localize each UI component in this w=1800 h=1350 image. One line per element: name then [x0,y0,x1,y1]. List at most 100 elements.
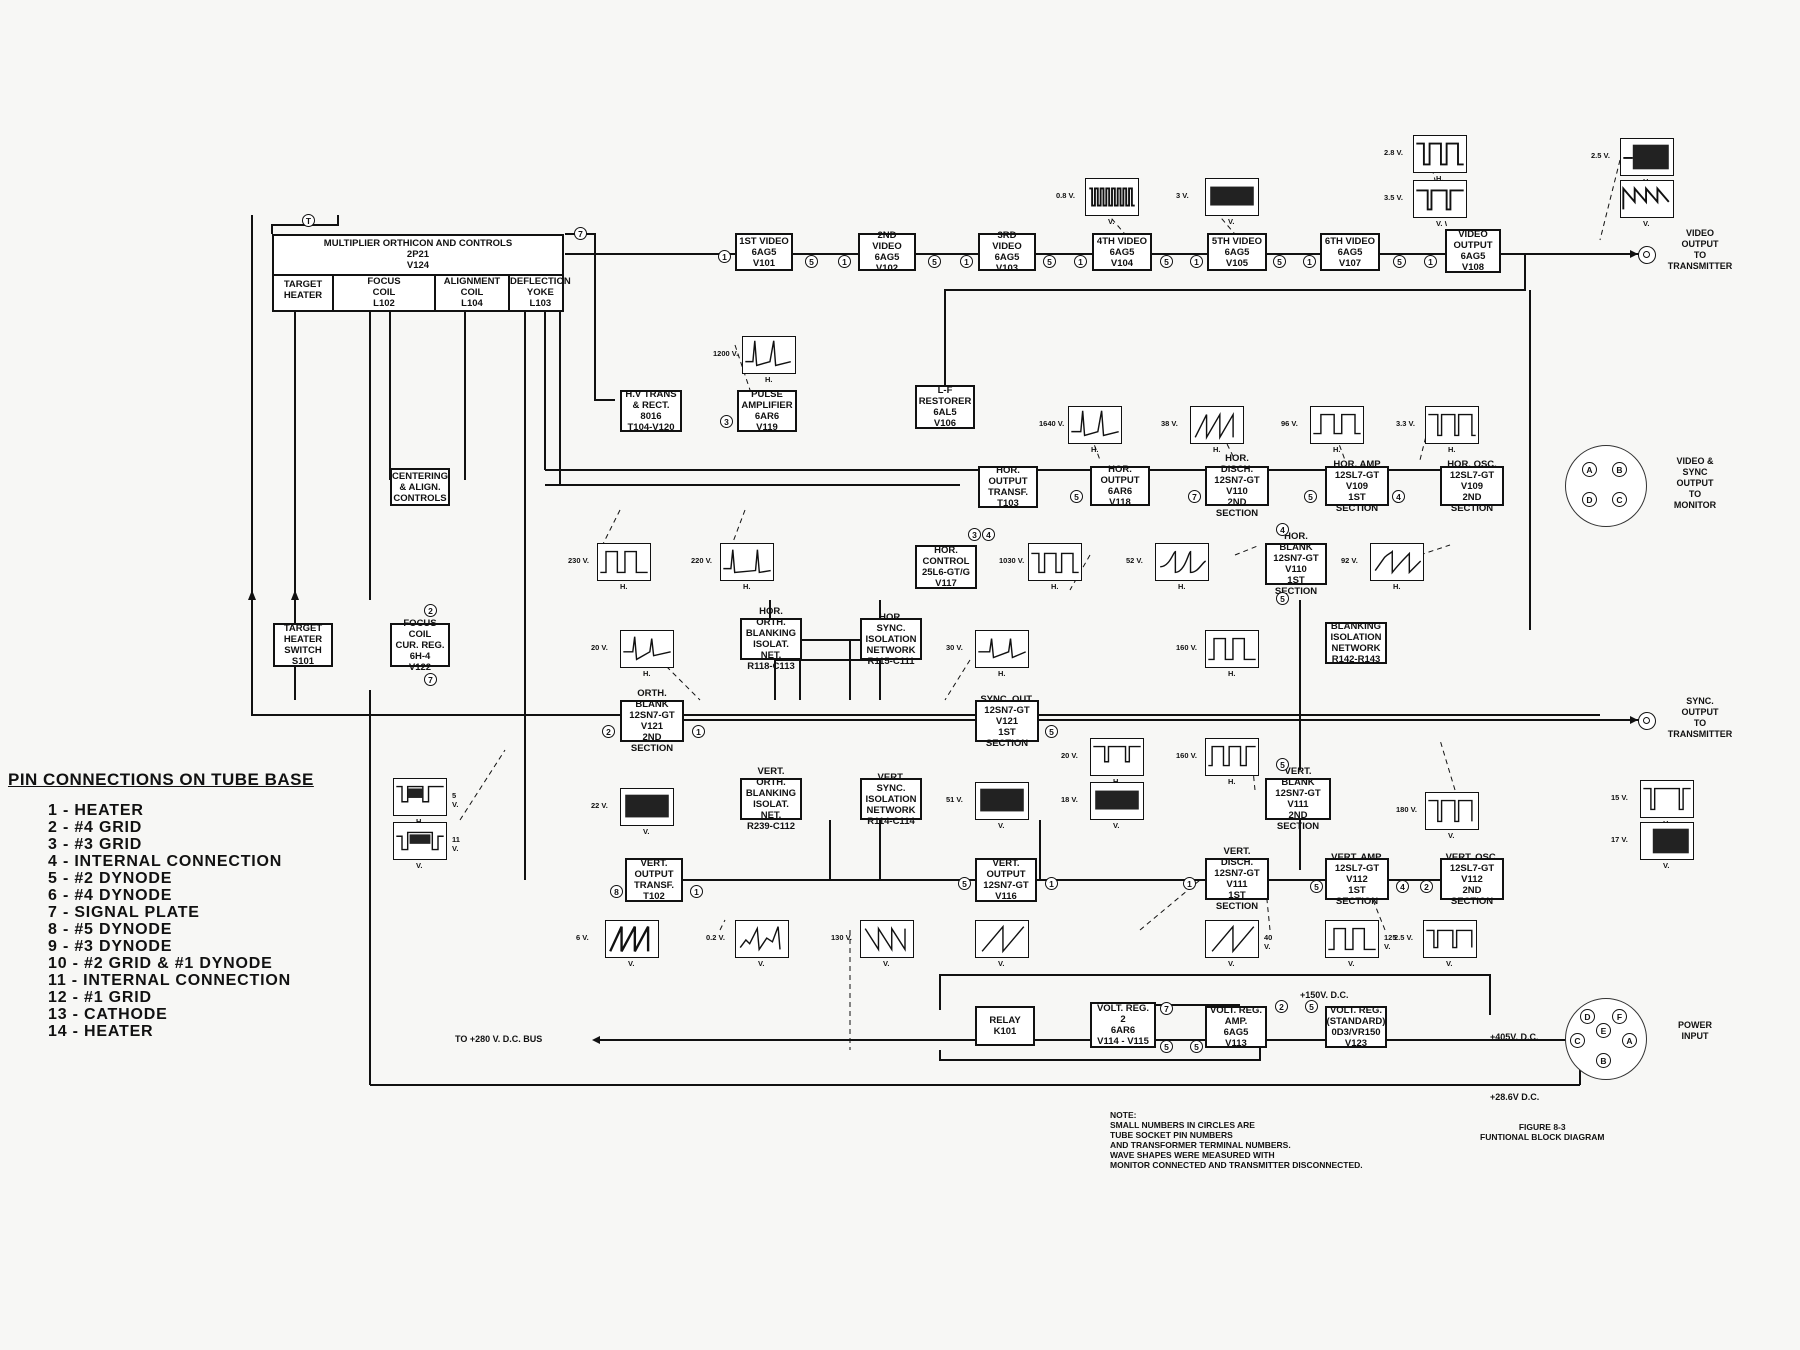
pin-circle: 5 [1276,592,1289,605]
block-hor-blank: HOR. BLANK 12SN7-GT V110 1ST SECTION [1265,531,1327,597]
waveform-s11: 3.3 V.H. [1396,406,1479,454]
block-vert-output: VERT. OUTPUT 12SN7-GT V116 [975,858,1037,902]
waveform-timebase: H. [743,582,751,591]
block-lf-restorer: L-F RESTORER 6AL5 V106 [915,385,975,429]
waveform-voltage: 180 V. [1396,805,1417,814]
waveform-voltage: 96 V. [1281,419,1298,428]
legend-item: 7 - SIGNAL PLATE [48,904,200,921]
block-hv-trans: H.V TRANS & RECT. 8016 T104-V120 [620,389,682,433]
connector-pin: E [1596,1023,1611,1038]
block-centering: CENTERING & ALIGN. CONTROLS [390,468,450,506]
target-heater-cell: TARGET HEATER [274,276,334,312]
waveform-timebase: H. [643,669,651,678]
waveform-s1: 0.8 V.V. [1056,178,1139,226]
waveform-timebase: V. [1113,821,1120,830]
pin-circle: 5 [1190,1040,1203,1053]
block-vert-disch: VERT. DISCH. 12SN7-GT V111 1ST SECTION [1205,846,1269,912]
alignment-coil-cell: ALIGNMENT COIL L104 [436,276,510,312]
block-hor-sync-isolation: HOR. SYNC. ISOLATION NETWORK R115-C111 [860,612,922,667]
pin-circle: 1 [1190,255,1203,268]
pin-circle: 7 [1160,1002,1173,1015]
block-6th-video: 6TH VIDEO 6AG5 V107 [1320,233,1380,271]
pin-circle: 5 [1160,1040,1173,1053]
pin-circle: 4 [1392,490,1405,503]
waveform-timebase: V. [1643,219,1650,228]
block-5th-video: 5TH VIDEO 6AG5 V105 [1207,233,1267,271]
waveform-timebase: V. [1348,959,1355,968]
connector-pin: C [1612,492,1627,507]
waveform-voltage: 1030 V. [999,556,1025,565]
legend-item: 4 - INTERNAL CONNECTION [48,853,283,870]
figure-caption: FIGURE 8-3 FUNTIONAL BLOCK DIAGRAM [1480,1122,1605,1142]
block-volt-reg-amp: VOLT. REG. AMP. 6AG5 V113 [1205,1005,1267,1049]
block-target-heater-switch: TARGET HEATER SWITCH S101 [273,623,333,667]
pin-circle: 5 [1310,880,1323,893]
pin-circle: 1 [718,250,731,263]
pin-circle: 7 [424,673,437,686]
waveform-s6: V. [1620,180,1674,228]
waveform-s24: 160 V.H. [1176,738,1259,786]
block-3rd-video: 3RD VIDEO 6AG5 V103 [978,230,1036,274]
pin-circle: 5 [1304,490,1317,503]
waveform-timebase: H. [1213,445,1221,454]
waveform-timebase: H. [620,582,628,591]
block-hor-osc: HOR. OSC. 12SL7-GT V109 2ND SECTION [1440,459,1504,514]
waveform-s16: 92 V.H. [1341,543,1424,591]
waveform-s27: 17 V.V. [1611,822,1694,870]
waveform-timebase: V. [998,959,1005,968]
waveform-timebase: H. [765,375,773,384]
legend-item: 10 - #2 GRID & #1 DYNODE [48,955,273,972]
pin-circle: 2 [424,604,437,617]
waveform-voltage: 5 V. [452,791,459,809]
waveform-voltage: 125 V. [1384,933,1397,951]
waveform-timebase: H. [1091,445,1099,454]
waveform-s34: 40 V.V. [1205,920,1272,968]
waveform-timebase: H. [1393,582,1401,591]
pin-circle: 5 [805,255,818,268]
pin-circle: 4 [1276,523,1289,536]
waveform-voltage: 3.5 V. [1384,193,1403,202]
rail-280v: TO +280 V. D.C. BUS [455,1034,543,1044]
pin-circle: 2 [602,725,615,738]
pin-circle: 5 [958,877,971,890]
block-volt-reg-standard: VOLT. REG. (STANDARD) 0D3/VR150 V123 [1325,1005,1387,1049]
waveform-s14: 1030 V.H. [999,543,1082,591]
waveform-voltage: 22 V. [591,801,608,810]
waveform-voltage: 160 V. [1176,751,1197,760]
waveform-voltage: 30 V. [946,643,963,652]
waveform-voltage: 15 V. [1611,793,1628,802]
block-vert-output-transf: VERT. OUTPUT TRANSF. T102 [625,858,683,902]
waveform-timebase: V. [643,827,650,836]
waveform-s28: 5 V.H. [393,778,458,826]
waveform-voltage: 0.2 V. [706,933,725,942]
waveform-timebase: V. [1446,959,1453,968]
pin-circle: 1 [1424,255,1437,268]
connector-pin: B [1596,1053,1611,1068]
pin-circle: 1 [690,885,703,898]
legend-item: 12 - #1 GRID [48,989,152,1006]
waveform-timebase: H. [1228,669,1236,678]
waveform-timebase: V. [1228,959,1235,968]
pin-circle: 5 [1160,255,1173,268]
block-focus-coil-reg: FOCUS COIL CUR. REG. 6H-4 V122 [390,618,450,673]
pin-circle: 5 [1043,255,1056,268]
waveform-timebase: V. [883,959,890,968]
connector-pin: A [1582,462,1597,477]
waveform-timebase: V. [1663,861,1670,870]
block-1st-video: 1ST VIDEO 6AG5 V101 [735,233,793,271]
waveform-timebase: H. [1436,174,1444,183]
waveform-voltage: 20 V. [1061,751,1078,760]
connector-pin: A [1622,1033,1637,1048]
waveform-timebase: H. [1113,777,1121,786]
waveform-s21: 51 V.V. [946,782,1029,830]
waveform-s32: 130 V.V. [831,920,914,968]
waveform-timebase: V. [1108,217,1115,226]
waveform-s23: 18 V.V. [1061,782,1144,830]
waveform-s4: 3.5 V.V. [1384,180,1467,228]
monitor-connector-icon: A B D C [1565,445,1647,527]
block-relay: RELAY K101 [975,1006,1035,1046]
waveform-s2: 3 V.V. [1176,178,1259,226]
waveform-voltage: 2.8 V. [1384,148,1403,157]
legend-item: 9 - #3 DYNODE [48,938,173,955]
